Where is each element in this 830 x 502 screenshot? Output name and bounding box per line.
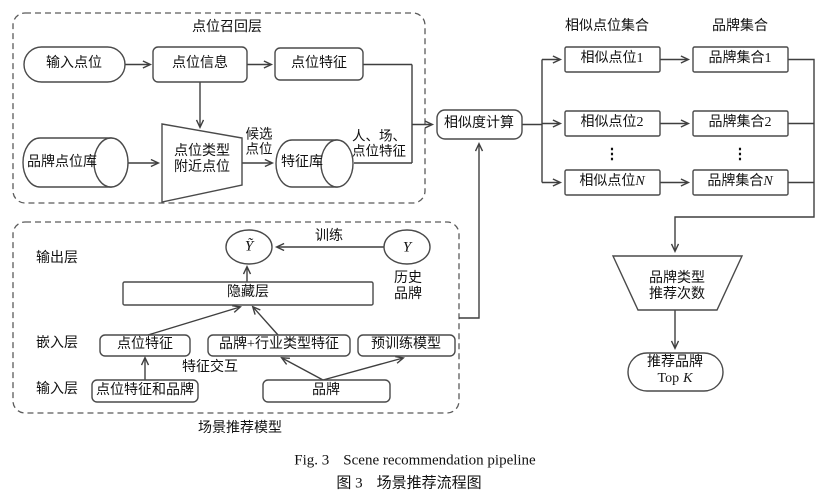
similarity-compute-label: 相似度计算	[444, 116, 514, 132]
node-shapes	[22, 46, 789, 403]
input-point-feature-brand-node	[91, 379, 199, 403]
input-brand-label: 品牌	[312, 383, 340, 399]
brand-point-db-cylinder	[22, 137, 112, 188]
similar-point-n-label: 相似点位N	[579, 174, 645, 190]
people-scene-point-feature-label: 人、场、 点位特征	[352, 128, 406, 159]
similar-set-header: 相似点位集合	[565, 19, 649, 35]
similar-point-2-node	[564, 110, 661, 137]
similar-point-1-label: 相似点位1	[580, 51, 644, 67]
embed-point-feature-label: 点位特征	[117, 337, 173, 353]
y-label: Y	[402, 239, 412, 256]
brand-column-ellipsis: ⋮	[732, 146, 748, 163]
y-hat-node	[225, 229, 273, 265]
embed-layer-label: 嵌入层	[36, 336, 78, 352]
input-point-node	[23, 46, 126, 83]
history-brand-label: 历史 品牌	[394, 271, 422, 302]
similar-point-2-label: 相似点位2	[580, 115, 644, 131]
similar-point-n-node	[564, 169, 661, 196]
y-node	[383, 229, 431, 265]
point-type-nearby-label: 点位类型 附近点位	[174, 144, 230, 175]
brand-type-count-label: 品牌类型 推荐次数	[649, 271, 705, 302]
y-hat-label: Ỹ	[244, 238, 254, 255]
embed-pretrain-node	[357, 334, 456, 357]
embed-brand-industry-node	[207, 334, 351, 357]
input-layer-label: 输入层	[36, 382, 78, 398]
point-info-label: 点位信息	[172, 56, 228, 72]
similar-column-ellipsis: ⋮	[604, 146, 620, 163]
brand-type-count-funnel	[611, 255, 744, 311]
brand-set-1-node	[692, 46, 789, 73]
input-point-label: 输入点位	[46, 56, 102, 72]
point-feature-node	[274, 47, 364, 81]
embed-pretrain-label: 预训练模型	[371, 337, 441, 353]
hidden-layer-node	[122, 281, 374, 306]
brand-set-n-node	[692, 169, 789, 196]
scene-model-caption: 场景推荐模型	[198, 421, 282, 437]
feature-db-label: 特征库	[281, 155, 323, 171]
embed-point-feature-node	[99, 334, 191, 357]
feature-db-cylinder-cap	[320, 139, 354, 188]
brand-set-n-label: 品牌集合N	[707, 174, 773, 190]
brand-set-header: 品牌集合	[712, 19, 768, 35]
recall-layer-title: 点位召回层	[192, 20, 262, 36]
feature-db-cylinder	[275, 139, 338, 188]
brand-set-2-label: 品牌集合2	[708, 115, 772, 131]
similar-point-1-node	[564, 46, 661, 73]
similarity-compute-node	[436, 109, 523, 140]
point-type-nearby-funnel	[161, 123, 243, 203]
train-label: 训练	[315, 229, 343, 245]
connectors	[125, 60, 815, 381]
candidate-point-label: 候选 点位	[245, 126, 273, 157]
brand-set-1-label: 品牌集合1	[708, 51, 772, 67]
brand-set-2-node	[692, 110, 789, 137]
point-info-node	[152, 46, 248, 83]
point-feature-label: 点位特征	[291, 56, 347, 72]
brand-point-db-label: 品牌点位库	[27, 155, 97, 171]
feature-interaction-label: 特征交互	[182, 360, 238, 376]
output-layer-label: 输出层	[36, 251, 78, 267]
input-point-feature-brand-label: 点位特征和品牌	[96, 383, 194, 399]
brand-point-db-cylinder-cap	[93, 137, 129, 188]
input-brand-node	[262, 379, 391, 403]
embed-brand-industry-label: 品牌+行业类型特征	[219, 337, 339, 353]
recall-layer-container	[12, 12, 426, 204]
hidden-layer-label: 隐藏层	[227, 285, 269, 301]
top-k-result-node	[627, 352, 724, 392]
